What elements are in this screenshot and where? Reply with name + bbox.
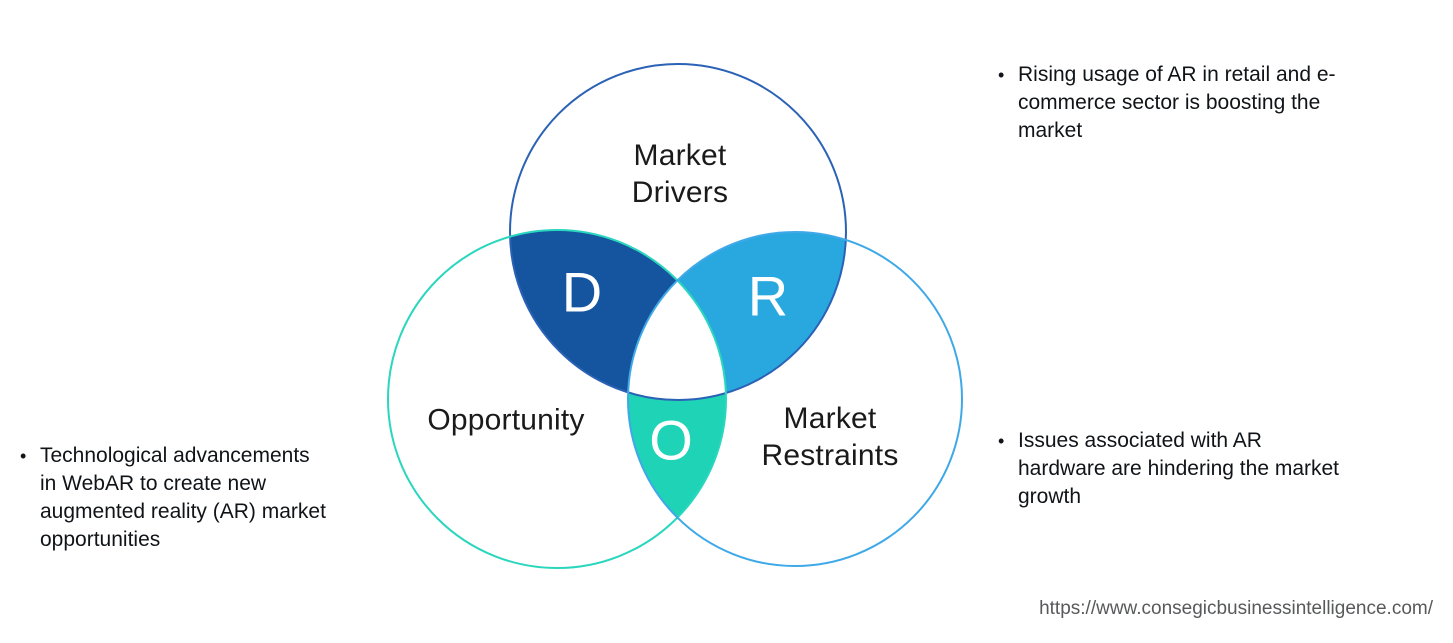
note-opportunity: • Technological advancements in WebAR to… bbox=[20, 442, 390, 554]
letter-r: R bbox=[748, 265, 788, 328]
circle-opportunity bbox=[387, 229, 727, 569]
note-opportunity-text: Technological advancements in WebAR to c… bbox=[40, 444, 326, 551]
note-driver-text: Rising usage of AR in retail and e- comm… bbox=[1018, 63, 1336, 142]
label-market-drivers: Market Drivers bbox=[631, 139, 729, 209]
bullet-icon: • bbox=[20, 446, 27, 466]
bullet-icon: • bbox=[998, 65, 1005, 85]
note-restraint: • Issues associated with AR hardware are… bbox=[998, 427, 1408, 511]
note-restraint-text: Issues associated with AR hardware are h… bbox=[1018, 429, 1340, 508]
circle-market-drivers bbox=[509, 63, 847, 401]
circle-market-restraints bbox=[627, 231, 963, 567]
label-opportunity: Opportunity bbox=[427, 403, 585, 437]
note-driver: • Rising usage of AR in retail and e- co… bbox=[998, 61, 1398, 145]
label-market-restraints: Market Restraints bbox=[761, 402, 899, 472]
source-url: https://www.consegicbusinessintelligence… bbox=[1039, 598, 1433, 619]
bullet-icon: • bbox=[998, 431, 1005, 451]
letter-d: D bbox=[562, 261, 602, 324]
letter-o: O bbox=[649, 409, 693, 472]
